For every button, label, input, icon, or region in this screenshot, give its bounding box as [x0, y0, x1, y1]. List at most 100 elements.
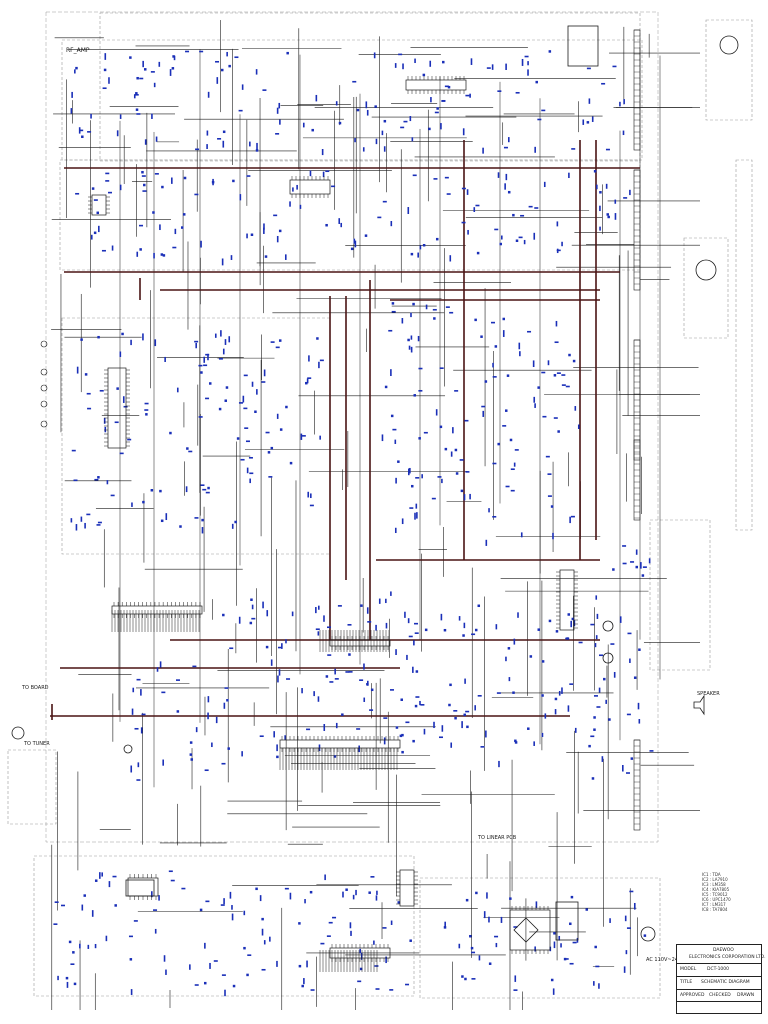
resistor-mark [90, 234, 93, 240]
component-mark [603, 677, 606, 681]
section-frame [33, 855, 415, 997]
capacitor-mark [408, 635, 413, 638]
power-buses [50, 140, 640, 720]
capacitor-mark [510, 489, 515, 492]
capacitor-mark [326, 935, 331, 937]
ic-package [405, 79, 467, 91]
capacitor-mark [273, 214, 278, 217]
component-mark [399, 734, 403, 738]
component-mark [345, 888, 348, 891]
resistor-mark [200, 240, 202, 248]
resistor-mark [467, 229, 469, 235]
capacitor-mark [310, 989, 315, 991]
resistor-mark [582, 119, 585, 125]
capacitor-mark [192, 665, 197, 668]
component-mark [502, 317, 505, 321]
resistor-mark [381, 130, 384, 136]
resistor-mark [130, 339, 132, 346]
resistor-mark [352, 894, 355, 900]
resistor-mark [309, 170, 312, 177]
ic-package [289, 179, 331, 195]
component-mark [555, 630, 559, 633]
component-mark [464, 977, 467, 981]
component-mark [316, 337, 319, 340]
resistor-mark [99, 872, 101, 879]
component-mark [506, 374, 510, 377]
title-label: TITLE [680, 980, 693, 985]
component-mark [410, 252, 414, 256]
ic-notes-list: IC1 : TDA IC2 : LA7910 IC3 : LM358 IC4 :… [702, 872, 758, 912]
capacitor-mark [626, 713, 631, 716]
capacitor-mark [461, 187, 466, 190]
component-mark [499, 242, 503, 246]
component-mark [470, 946, 474, 950]
capacitor-mark [261, 968, 266, 971]
resistor-mark [407, 207, 410, 214]
resistor-mark [409, 467, 411, 474]
resistor-mark [474, 705, 476, 711]
resistor-mark [342, 891, 344, 898]
capacitor-mark [202, 488, 207, 491]
board-outline [45, 11, 659, 843]
resistor-mark [594, 643, 597, 648]
component-mark [497, 442, 500, 446]
resistor-mark [276, 413, 279, 419]
component-mark [285, 405, 288, 409]
resistor-mark [75, 524, 78, 531]
component-mark [512, 213, 515, 217]
component-mark [448, 703, 451, 707]
component-mark [407, 338, 410, 342]
capacitor-mark [277, 646, 282, 649]
capacitor-mark [194, 193, 199, 196]
component-mark [507, 647, 511, 650]
resistor-mark [378, 598, 381, 604]
capacitor-mark [133, 920, 138, 922]
resistor-mark [349, 922, 352, 929]
resistor-mark [497, 172, 500, 178]
resistor-mark [441, 725, 444, 732]
capacitor-mark [245, 440, 250, 443]
capacitor-mark [569, 962, 574, 965]
capacitor-mark [444, 176, 449, 179]
component-mark [161, 185, 164, 189]
component-mark [550, 978, 554, 982]
resistor-mark [425, 304, 428, 310]
resistor-mark [558, 935, 561, 941]
component-mark [569, 922, 572, 926]
component-mark [341, 713, 344, 716]
resistor-mark [505, 656, 507, 662]
resistor-mark [463, 494, 466, 501]
note-line: IC4 : KIA7805 [702, 887, 730, 892]
resistor-mark [251, 604, 254, 610]
capacitor-mark [612, 65, 617, 68]
capacitor-mark [599, 654, 604, 657]
resistor-mark [164, 356, 166, 362]
resistor-mark [119, 184, 122, 191]
capacitor-mark [229, 647, 234, 650]
capacitor-mark [275, 346, 280, 349]
capacitor-mark [334, 678, 339, 680]
component-mark [593, 716, 596, 719]
component-mark [364, 234, 368, 237]
capacitor-mark [136, 113, 141, 115]
resistor-mark [561, 687, 563, 694]
capacitor-mark [110, 494, 115, 497]
component-mark [83, 894, 86, 897]
capacitor-mark [391, 310, 396, 313]
resistor-mark [207, 353, 209, 361]
resistor-mark [335, 101, 338, 106]
component-mark [422, 243, 426, 247]
capacitor-mark [630, 561, 635, 563]
component-mark [537, 628, 541, 631]
capacitor-mark [445, 306, 450, 308]
resistor-mark [520, 532, 523, 538]
resistor-mark [423, 728, 426, 735]
speaker-symbol [693, 694, 705, 716]
resistor-mark [153, 252, 155, 259]
resistor-mark [410, 346, 413, 353]
capacitor-mark [520, 214, 525, 217]
capacitor-mark [70, 963, 75, 965]
capacitor-mark [367, 621, 372, 623]
speaker-label: SPEAKER [697, 691, 720, 697]
